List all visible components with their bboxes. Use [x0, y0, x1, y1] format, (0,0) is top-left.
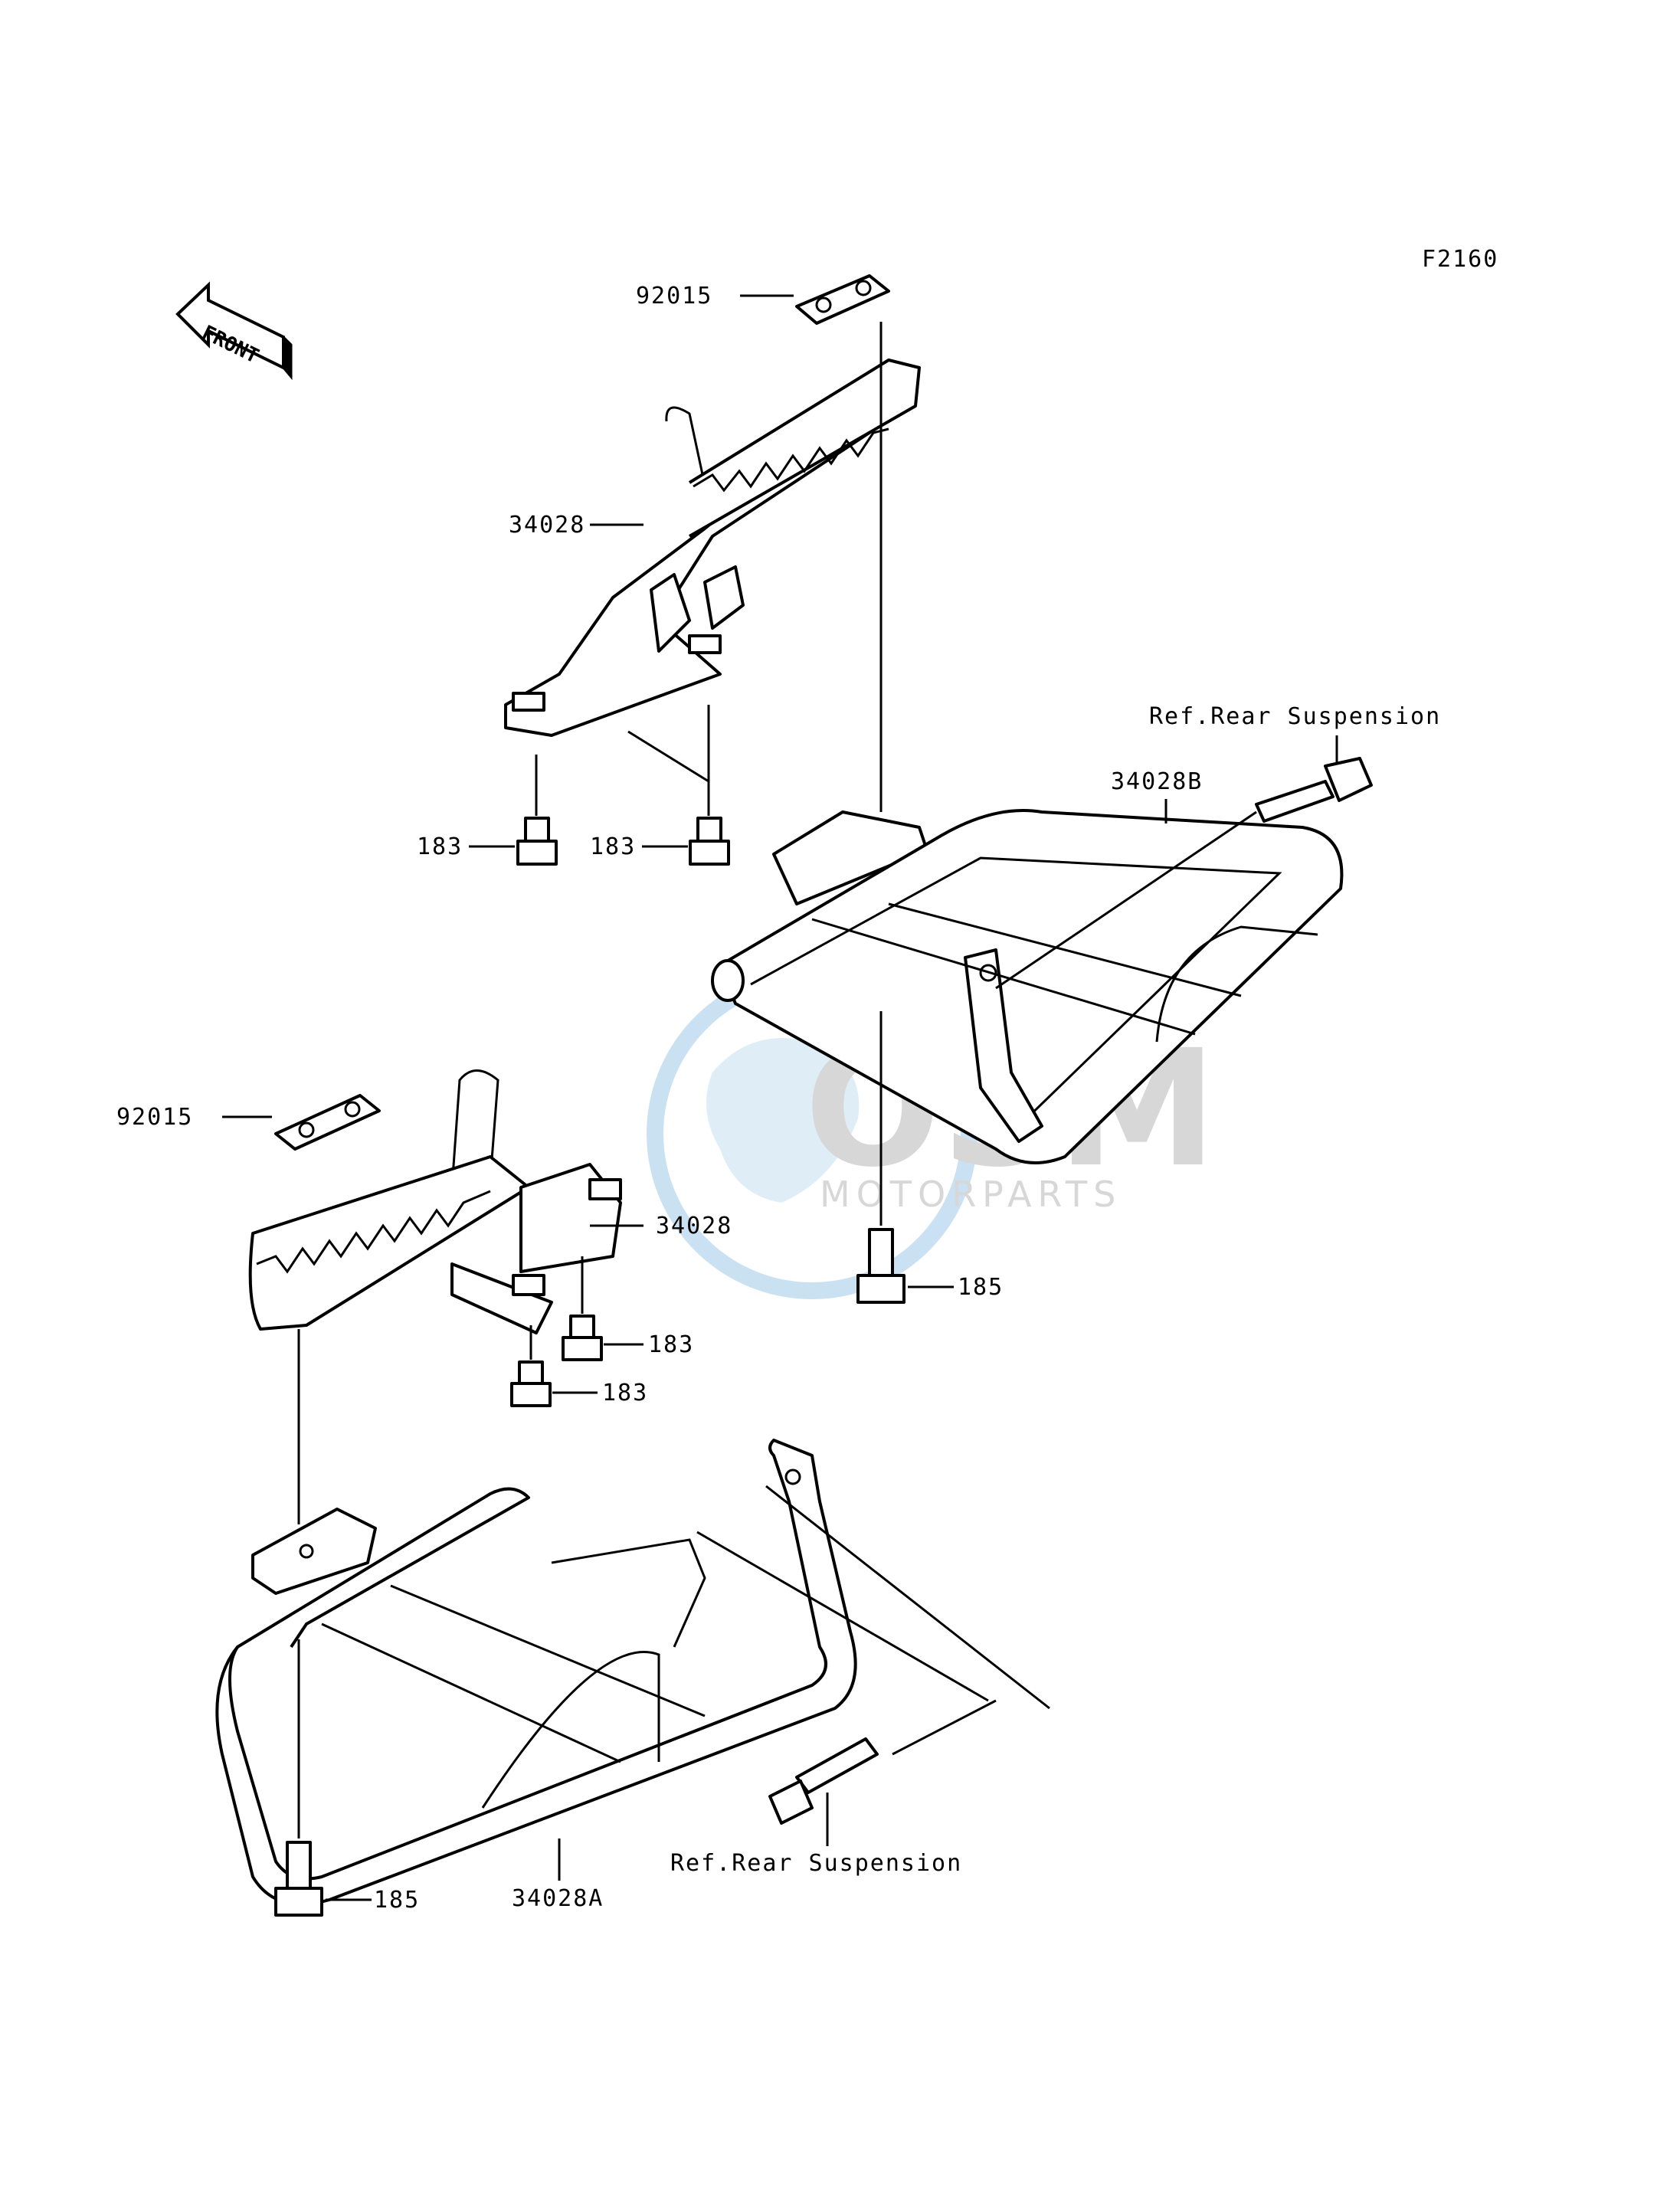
label-bottom-guard: 34028A	[512, 1885, 604, 1912]
top-plate	[795, 274, 890, 325]
label-top-footrest: 34028	[509, 512, 585, 539]
label-top-guard: 34028B	[1111, 768, 1203, 795]
bottom-bolt-icon	[274, 1841, 323, 1917]
diagram-code: F2160	[1422, 246, 1498, 273]
top-nut-right-icon	[689, 817, 730, 866]
top-ref-bolt-icon	[1255, 757, 1373, 823]
label-bottom-bolt: 185	[374, 1887, 420, 1914]
label-ref-top: Ref.Rear Suspension	[1149, 703, 1441, 730]
top-footrest	[504, 359, 921, 737]
bottom-ref-bolt-icon	[768, 1737, 879, 1825]
mid-footrest	[248, 1069, 622, 1334]
top-nut-left-icon	[516, 817, 558, 866]
label-mid-nut-2: 183	[602, 1380, 648, 1406]
mid-plate	[274, 1094, 381, 1151]
mid-nut-1-icon	[562, 1315, 603, 1361]
label-top-nut-right: 183	[590, 833, 636, 860]
label-mid-nut-1: 183	[648, 1331, 694, 1358]
bottom-guard	[215, 1439, 857, 1906]
front-arrow-icon: FRONT	[175, 281, 293, 381]
label-mid-bolt: 185	[958, 1274, 1004, 1301]
mid-nut-2-icon	[510, 1360, 552, 1407]
label-mid-plate: 92015	[116, 1104, 193, 1131]
label-top-plate: 92015	[636, 283, 712, 309]
label-ref-bottom: Ref.Rear Suspension	[670, 1850, 962, 1877]
top-guard	[711, 809, 1344, 1164]
mid-bolt-icon	[856, 1228, 905, 1304]
watermark-sub: MOTORPARTS	[820, 1174, 1122, 1215]
label-top-nut-left: 183	[417, 833, 463, 860]
label-mid-footrest: 34028	[656, 1213, 732, 1239]
